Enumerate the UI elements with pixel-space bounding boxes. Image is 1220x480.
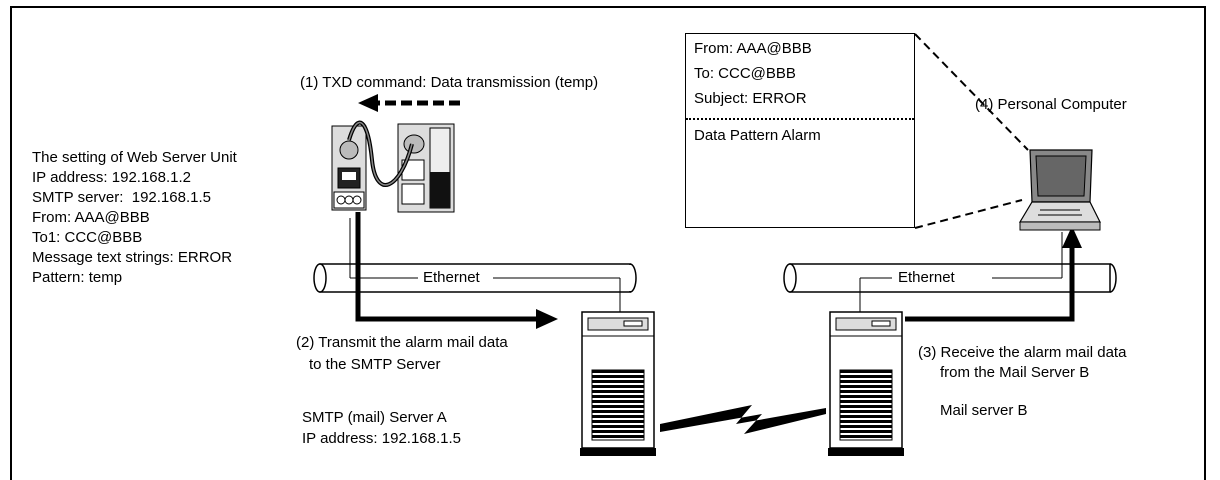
web-server-unit	[331, 120, 455, 213]
transmit-label-line1: (2) Transmit the alarm mail data	[296, 334, 508, 351]
transmit-label-line2: to the SMTP Server	[309, 356, 441, 373]
settings-to: To1: CCC@BBB	[32, 229, 143, 246]
receive-arrow	[905, 226, 1082, 322]
web-server-settings: The setting of Web Server Unit IP addres…	[32, 148, 237, 288]
ethernet-label-right: Ethernet	[896, 269, 957, 287]
mail-server-b	[828, 311, 904, 456]
wan-link-bolt	[660, 405, 826, 434]
ethernet-label-left: Ethernet	[421, 269, 482, 287]
mail-to: To: CCC@BBB	[694, 65, 796, 82]
mail-subject: Subject: ERROR	[694, 90, 807, 107]
settings-smtp: SMTP server: 192.168.1.5	[32, 189, 211, 206]
callout-line-bottom	[914, 199, 1023, 229]
txd-arrow	[358, 94, 460, 112]
laptop-icon	[1018, 149, 1101, 231]
mail-server-b-label: Mail server B	[940, 402, 1028, 419]
mail-divider	[686, 118, 914, 120]
smtp-server-ip: IP address: 192.168.1.5	[302, 430, 462, 447]
settings-title: The setting of Web Server Unit	[32, 149, 237, 166]
smtp-server-name: SMTP (mail) Server A	[302, 409, 447, 426]
receive-label-line1: (3) Receive the alarm mail data	[918, 344, 1127, 361]
mail-from: From: AAA@BBB	[694, 40, 812, 57]
transmit-arrow	[355, 212, 558, 329]
mail-body: Data Pattern Alarm	[694, 127, 821, 144]
settings-message: Message text strings: ERROR	[32, 249, 233, 266]
personal-computer-label: (4) Personal Computer	[975, 96, 1127, 113]
settings-pattern: Pattern: temp	[32, 269, 123, 286]
receive-label-line2: from the Mail Server B	[940, 364, 1090, 381]
txd-command-label: (1) TXD command: Data transmission (temp…	[300, 74, 599, 91]
callout-line-top	[914, 33, 1029, 151]
settings-from: From: AAA@BBB	[32, 209, 150, 226]
diagram-frame	[10, 6, 1206, 480]
smtp-server-a	[580, 311, 656, 456]
mail-message-box: From: AAA@BBB To: CCC@BBB Subject: ERROR…	[685, 33, 915, 228]
settings-ip: IP address: 192.168.1.2	[32, 169, 192, 186]
